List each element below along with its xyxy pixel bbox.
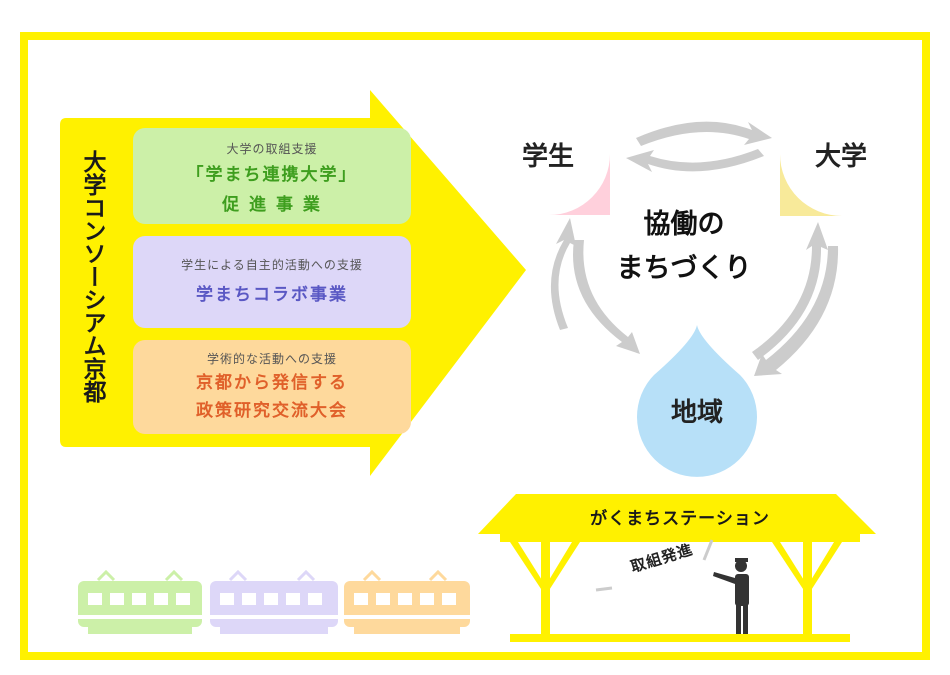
program-title-line: 政策研究交流大会 bbox=[196, 401, 348, 421]
program-caption: 学術的な活動への支援 bbox=[206, 352, 337, 366]
station-pillar-right bbox=[803, 542, 812, 634]
arrow-top-right bbox=[636, 121, 772, 146]
center-line: まちづくり bbox=[616, 253, 752, 284]
arrow-right-up bbox=[752, 222, 828, 360]
center-message: 協働の まちづくり bbox=[594, 203, 774, 291]
program-caption: 大学の取組支援 bbox=[226, 142, 318, 156]
drop-community bbox=[637, 325, 757, 477]
program-title-line: 促 進 事 業 bbox=[222, 195, 322, 215]
drop-student bbox=[488, 93, 610, 215]
program-card-student-support: 学生による自主的活動への支援 学まちコラボ事業 bbox=[133, 236, 411, 328]
program-card-academic-support: 学術的な活動への支援 京都から発信する 政策研究交流大会 bbox=[133, 340, 411, 434]
program-caption: 学生による自主的活動への支援 bbox=[181, 258, 363, 272]
program-title-line: 学まちコラボ事業 bbox=[196, 285, 348, 305]
yellow-frame bbox=[20, 32, 930, 660]
center-line: 協働の bbox=[643, 209, 725, 240]
station-name: がくまちステーション bbox=[590, 509, 770, 529]
station-platform bbox=[510, 634, 850, 642]
program-title-line: 「学まち連携大学」 bbox=[186, 165, 358, 185]
train-car-purple bbox=[210, 569, 338, 634]
program-card-university-support: 大学の取組支援 「学まち連携大学」 促 進 事 業 bbox=[133, 128, 411, 224]
consortium-title: 大学コンソーシアム京都 bbox=[79, 150, 105, 403]
arrow-right-down bbox=[754, 246, 839, 376]
node-label-student: 学生 bbox=[521, 142, 574, 172]
station-roof bbox=[478, 494, 876, 534]
node-label-university: 大学 bbox=[814, 142, 867, 172]
program-title-line: 京都から発信する bbox=[196, 373, 348, 393]
arrow-left-down bbox=[573, 240, 640, 354]
station-structure bbox=[478, 494, 876, 642]
train-car-green bbox=[78, 569, 202, 634]
arrow-top-left bbox=[626, 149, 764, 172]
cycle-arrows bbox=[550, 121, 839, 376]
trains bbox=[78, 569, 470, 634]
conductor-figure bbox=[713, 558, 749, 634]
station-pillar-left bbox=[541, 542, 550, 634]
dispatch-lines bbox=[595, 539, 714, 592]
node-label-community: 地域 bbox=[670, 398, 723, 428]
train-car-orange bbox=[344, 569, 470, 634]
drop-university bbox=[780, 92, 904, 216]
arrow-left-up bbox=[550, 218, 576, 330]
